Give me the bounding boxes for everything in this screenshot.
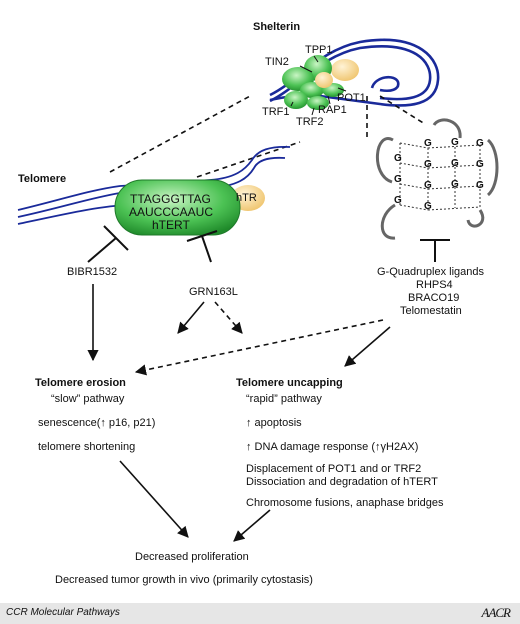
label-htr: hTR xyxy=(236,192,257,204)
ligand-rhps4: RHPS4 xyxy=(416,279,453,291)
label-tpp1: TPP1 xyxy=(305,44,333,56)
label-rap1: RAP1 xyxy=(318,104,347,116)
sequence-dna: TTAGGGTTAG xyxy=(130,192,211,206)
erosion-line: “slow” pathway xyxy=(51,393,125,405)
g-quadruplex-structure xyxy=(376,118,499,240)
uncapping-line: Chromosome fusions, anaphase bridges xyxy=(246,497,444,509)
aacr-logo: AACR xyxy=(481,605,511,620)
ligand-g-quadruplex: G-Quadruplex ligands xyxy=(377,266,485,278)
g-label: G xyxy=(424,138,432,149)
uncapping-line: Dissociation and degradation of hTERT xyxy=(246,476,438,488)
g-label: G xyxy=(424,180,432,191)
g-label: G xyxy=(476,138,484,149)
label-trf1: TRF1 xyxy=(262,106,290,118)
erosion-line: senescence(↑ p16, p21) xyxy=(38,417,156,429)
g-label: G xyxy=(394,195,402,206)
uncapping-line: “rapid” pathway xyxy=(246,393,322,405)
g-label: G xyxy=(451,179,459,190)
g-label: G xyxy=(394,174,402,185)
inhibitor-grn163l: GRN163L xyxy=(189,286,238,298)
g-label: G xyxy=(476,159,484,170)
label-pot1: POT1 xyxy=(337,92,366,104)
g-label: G xyxy=(451,158,459,169)
outcome-tumor-growth: Decreased tumor growth in vivo (primaril… xyxy=(55,574,313,586)
g-label: G xyxy=(424,159,432,170)
label-trf2: TRF2 xyxy=(296,116,324,128)
solid-arrows xyxy=(87,284,391,542)
shelterin-leader-lines xyxy=(290,55,347,116)
htert-enzyme-shape xyxy=(114,179,241,236)
sequence-rna: AAUCCCAAUC xyxy=(129,205,214,219)
inhibitor-bibr1532: BIBR1532 xyxy=(67,266,118,278)
shelterin-title: Shelterin xyxy=(253,21,301,33)
erosion-title: Telomere erosion xyxy=(35,377,126,389)
zoom-dashed-lines xyxy=(109,94,426,178)
label-tin2: TIN2 xyxy=(265,56,289,68)
journal-name: CCR Molecular Pathways xyxy=(6,607,120,618)
footer-bar: CCR Molecular Pathways AACR xyxy=(0,603,520,624)
uncapping-line: Displacement of POT1 and or TRF2 xyxy=(246,463,422,475)
g-label: G xyxy=(451,137,459,148)
shelterin-proteins xyxy=(282,55,359,110)
g-label: G xyxy=(476,180,484,191)
uncapping-line: ↑ DNA damage response (↑γH2AX) xyxy=(246,441,419,453)
inhibition-bars xyxy=(87,225,450,263)
label-htert: hTERT xyxy=(152,218,190,232)
ligand-telomestatin: Telomestatin xyxy=(400,305,462,317)
ligand-braco19: BRACO19 xyxy=(408,292,460,304)
outcome-proliferation: Decreased proliferation xyxy=(135,551,249,563)
telomere-title: Telomere xyxy=(18,173,67,185)
uncapping-title: Telomere uncapping xyxy=(236,377,343,389)
dashed-arrows xyxy=(134,301,384,376)
g-label: G xyxy=(424,201,432,212)
uncapping-line: ↑ apoptosis xyxy=(246,417,302,429)
g-label: G xyxy=(394,153,402,164)
erosion-line: telomere shortening xyxy=(38,441,136,453)
